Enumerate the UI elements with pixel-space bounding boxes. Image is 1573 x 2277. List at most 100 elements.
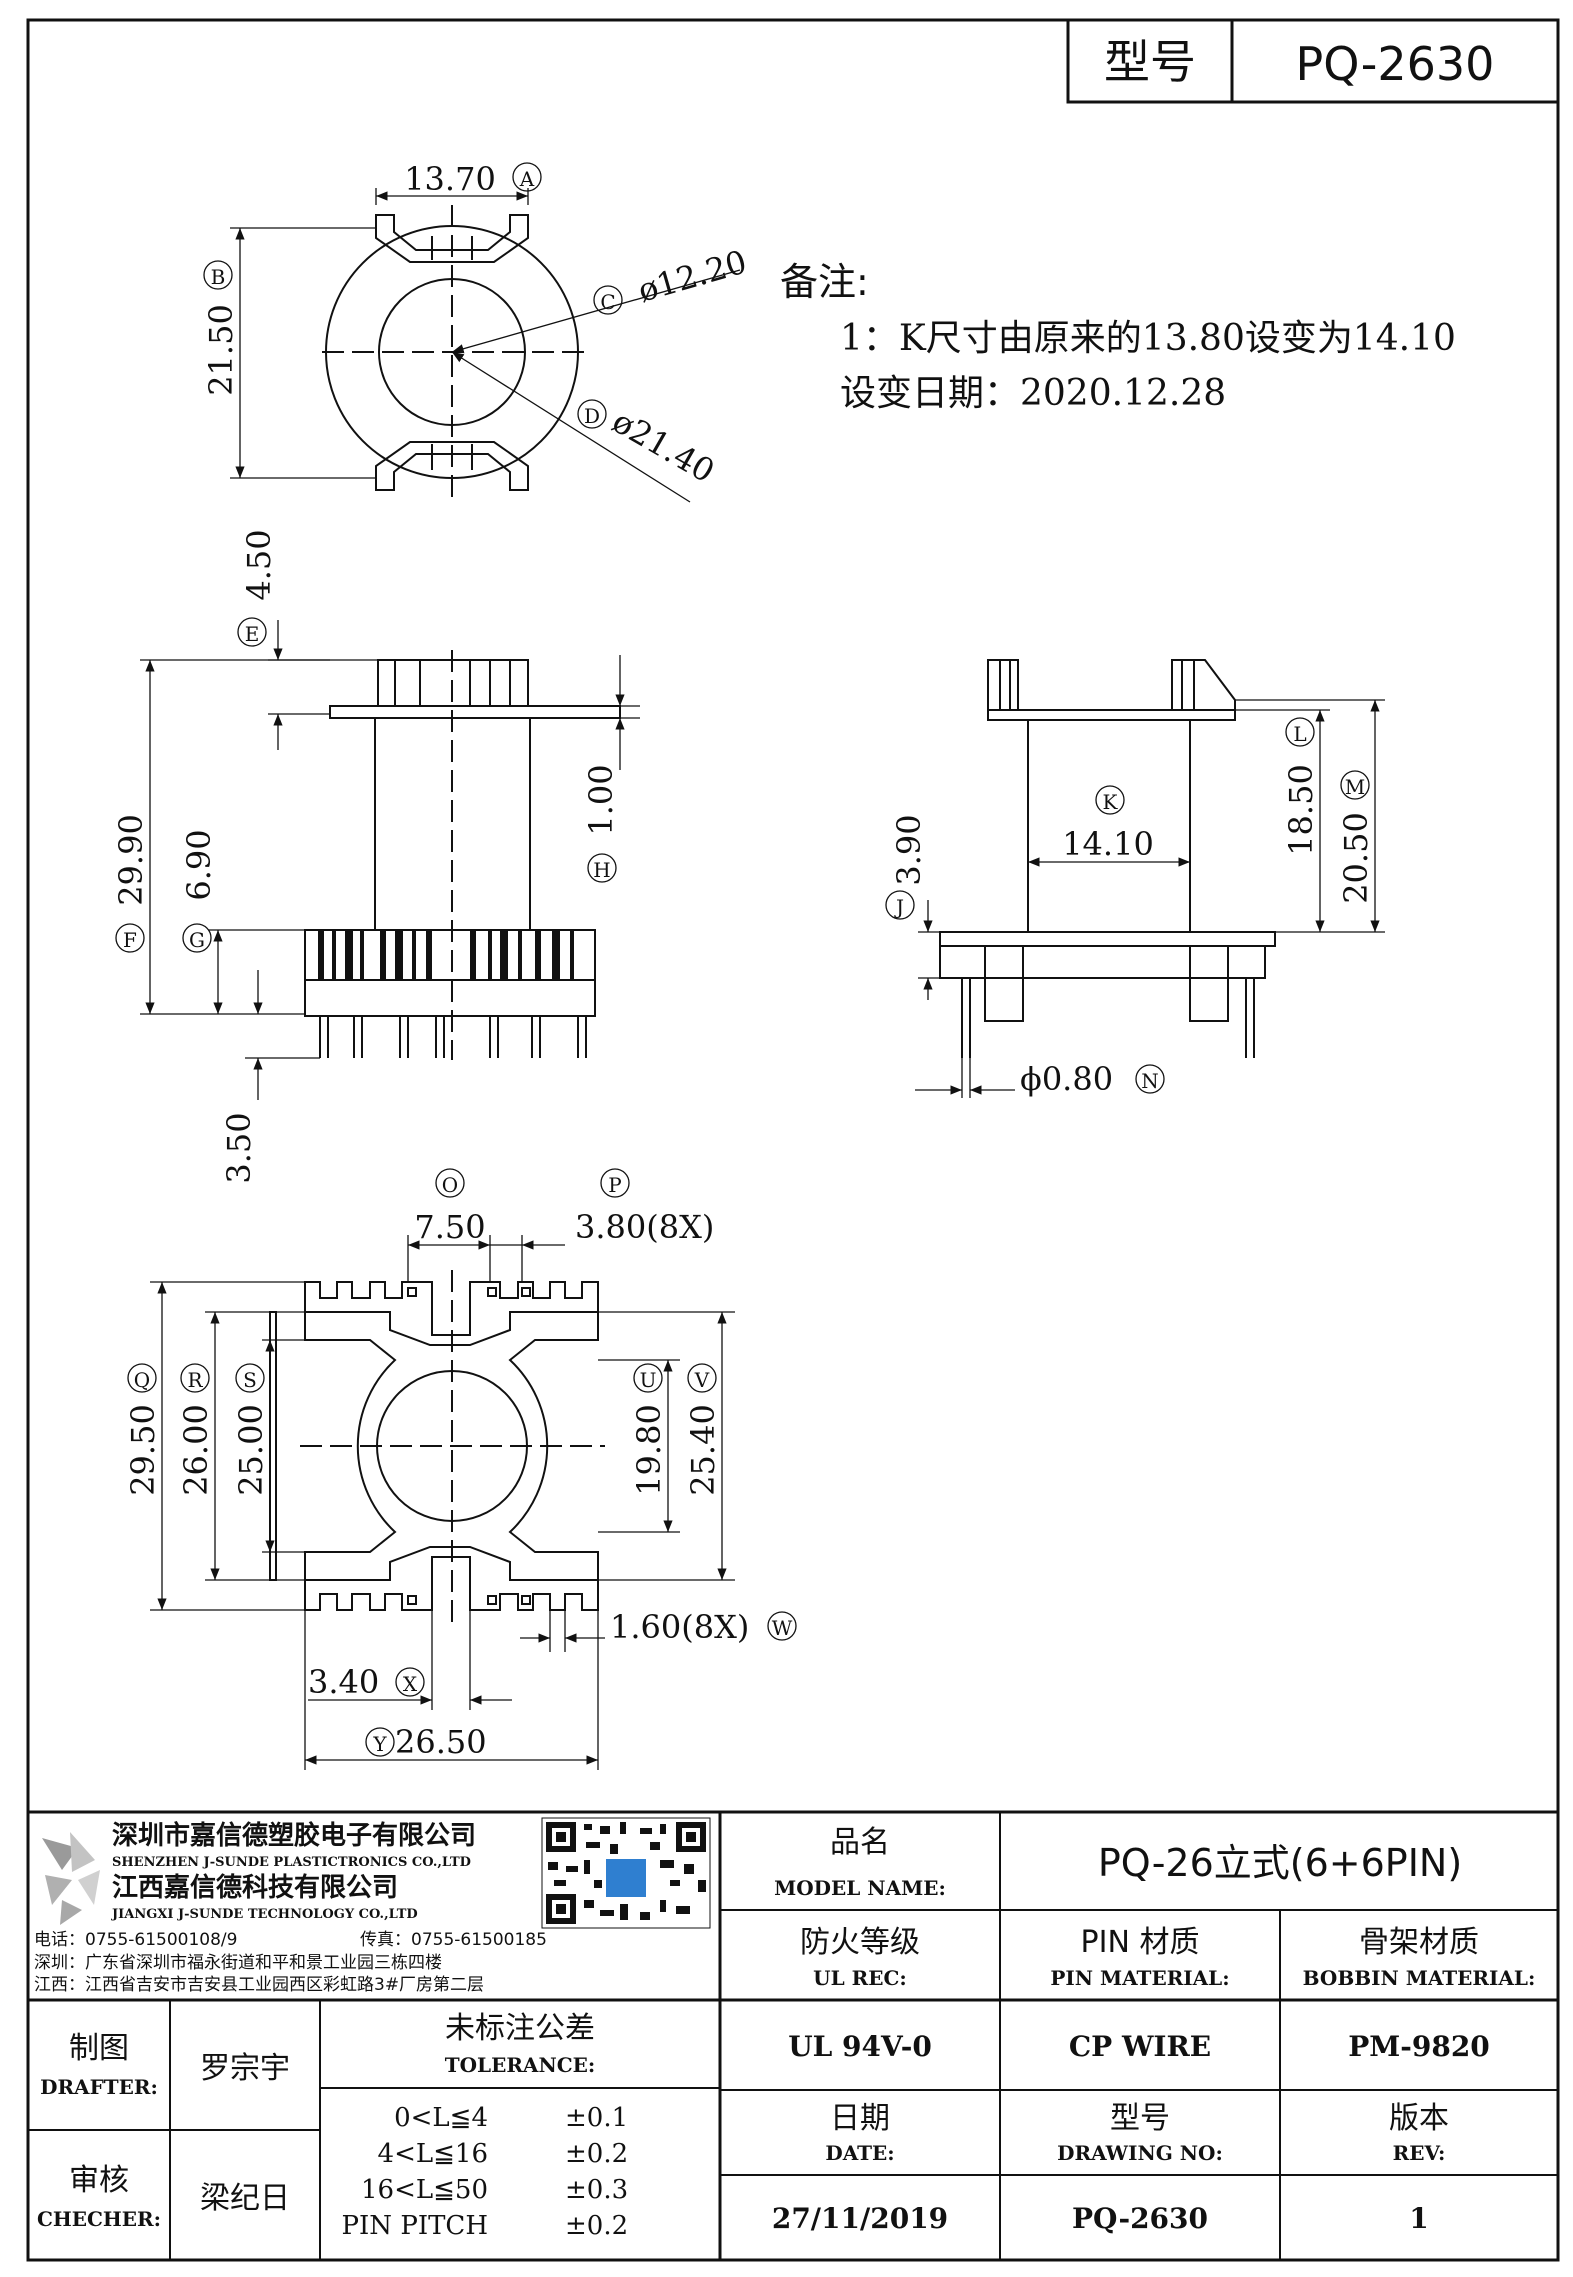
marker-e: E — [245, 622, 260, 646]
tolerance-label-en: TOLERANCE: — [445, 2053, 596, 2077]
marker-c: C — [600, 290, 615, 314]
company-name-cn-2: 江西嘉信德科技有限公司 — [112, 1873, 398, 1903]
dim-pin-length: 3.50 — [220, 1112, 258, 1183]
drafter-label-cn: 制图 — [69, 2031, 129, 2066]
dim-h: 1.00 — [582, 764, 620, 835]
marker-g: G — [189, 928, 205, 952]
ul-value: UL 94V-0 — [788, 2030, 932, 2063]
company-address-jx: 江西：江西省吉安市吉安县工业园西区彩虹路3#厂房第二层 — [34, 1975, 484, 1995]
dim-d: ø21.40 — [606, 402, 721, 490]
marker-o: O — [442, 1173, 458, 1197]
tolerance-value: ±0.2 — [565, 2211, 628, 2241]
dim-q: 29.50 — [124, 1404, 162, 1496]
dim-j: 3.90 — [890, 814, 928, 885]
company-name-en-2: JIANGXI J-SUNDE TECHNOLOGY CO.,LTD — [111, 1907, 418, 1922]
dim-x: 3.40 — [308, 1663, 379, 1701]
tolerance-value: ±0.1 — [565, 2103, 628, 2133]
header-type-value: PQ-2630 — [1296, 37, 1495, 91]
dim-s: 25.00 — [232, 1404, 270, 1496]
marker-s: S — [243, 1368, 257, 1392]
bobbin-label-cn: 骨架材质 — [1359, 1925, 1479, 1960]
drawing-label-cn: 型号 — [1110, 2101, 1170, 2136]
company-address-sz: 深圳：广东省深圳市福永街道和平和景工业园三栋四楼 — [34, 1953, 442, 1973]
marker-r: R — [187, 1368, 203, 1392]
marker-q: Q — [134, 1368, 150, 1392]
company-tel: 电话：0755-61500108/9 — [34, 1930, 237, 1950]
qr-code — [541, 1817, 711, 1929]
notes-title: 备注: — [780, 260, 869, 304]
dim-v: 25.40 — [684, 1404, 722, 1496]
tolerance-range: 16<L≦50 — [361, 2175, 488, 2205]
pin-value: CP WIRE — [1069, 2030, 1211, 2063]
drawing-label-en: DRAWING NO: — [1057, 2141, 1223, 2165]
dim-y: 26.50 — [395, 1723, 487, 1761]
bottom-view: 7.50 O 3.80(8X) P 29.50 Q 26.00 R 25.00 … — [124, 1168, 797, 1770]
company-fax: 传真：0755-61500185 — [360, 1930, 547, 1950]
dim-e: 4.50 — [240, 529, 278, 600]
date-label-cn: 日期 — [830, 2101, 890, 2136]
tolerance-value: ±0.2 — [565, 2139, 628, 2169]
marker-m: M — [1345, 775, 1365, 799]
dim-c: ø12.20 — [634, 243, 751, 310]
drafter-value: 罗宗宇 — [200, 2051, 290, 2086]
tolerance-label-cn: 未标注公差 — [445, 2011, 595, 2046]
tolerance-range: 4<L≦16 — [378, 2139, 488, 2169]
rev-label-cn: 版本 — [1389, 2101, 1449, 2136]
date-label-en: DATE: — [825, 2141, 894, 2165]
dim-u: 19.80 — [630, 1404, 668, 1496]
marker-v: V — [694, 1368, 710, 1392]
pin-label-en: PIN MATERIAL: — [1050, 1966, 1229, 1990]
checker-label-en: CHECHER: — [37, 2207, 161, 2231]
checker-value: 梁纪日 — [200, 2181, 290, 2216]
marker-y: Y — [372, 1732, 387, 1756]
model-label-en: MODEL NAME: — [774, 1876, 946, 1900]
marker-j: J — [894, 895, 904, 919]
tolerance-value: ±0.3 — [565, 2175, 628, 2205]
notes-line-1: 1：K尺寸由原来的13.80设变为14.10 — [840, 318, 1456, 359]
marker-h: H — [593, 858, 610, 882]
marker-x: X — [403, 1672, 418, 1696]
dim-l: 18.50 — [1282, 764, 1320, 856]
notes: 备注: 1：K尺寸由原来的13.80设变为14.10 设变日期：2020.12.… — [780, 260, 1456, 414]
ul-label-en: UL REC: — [813, 1966, 907, 1990]
tolerance-range: PIN PITCH — [342, 2211, 488, 2241]
dim-g: 6.90 — [180, 829, 218, 900]
dim-f: 29.90 — [112, 814, 150, 906]
side-view: 14.10 K 18.50 L 20.50 M 3.90 J ϕ0.80 N — [885, 659, 1385, 1098]
title-block: 深圳市嘉信德塑胶电子有限公司 SHENZHEN J-SUNDE PLASTICT… — [28, 1810, 1558, 2260]
marker-a: A — [519, 167, 535, 191]
marker-d: D — [584, 404, 600, 428]
sheet-border — [26, 18, 1560, 2262]
pin-label-cn: PIN 材质 — [1081, 1925, 1200, 1960]
model-value: PQ-26立式(6+6PIN) — [1098, 1841, 1462, 1885]
dim-n: ϕ0.80 — [1020, 1060, 1113, 1098]
drafter-label-en: DRAFTER: — [40, 2075, 158, 2099]
tolerance-range: 0<L≦4 — [394, 2103, 488, 2133]
dim-o: 7.50 — [414, 1208, 485, 1246]
front-view: 4.50 E 29.90 F 6.90 G 1.00 H 3.50 — [112, 529, 640, 1184]
marker-k: K — [1103, 790, 1119, 814]
bobbin-value: PM-9820 — [1348, 2030, 1490, 2063]
dim-k: 14.10 — [1062, 825, 1154, 863]
company-name-en-1: SHENZHEN J-SUNDE PLASTICTRONICS CO.,LTD — [112, 1855, 471, 1870]
dim-m: 20.50 — [1337, 812, 1375, 904]
notes-line-2: 设变日期：2020.12.28 — [840, 373, 1226, 414]
bobbin-label-en: BOBBIN MATERIAL: — [1303, 1966, 1536, 1990]
rev-value: 1 — [1409, 2202, 1428, 2235]
marker-l: L — [1293, 722, 1306, 746]
drawing-value: PQ-2630 — [1072, 2202, 1208, 2235]
ul-label-cn: 防火等级 — [800, 1925, 920, 1960]
dim-a: 13.70 — [404, 160, 496, 198]
dim-p: 3.80(8X) — [575, 1208, 714, 1246]
date-value: 27/11/2019 — [772, 2202, 948, 2235]
marker-b: B — [211, 265, 226, 289]
dim-w: 1.60(8X) — [610, 1608, 749, 1646]
tolerance-table: 0<L≦4 ±0.1 4<L≦16 ±0.2 16<L≦50 ±0.3 PIN … — [342, 2103, 629, 2241]
marker-u: U — [640, 1368, 657, 1392]
company-logo — [42, 1832, 100, 1925]
header-type-box: 型号 PQ-2630 — [1066, 18, 1560, 104]
marker-n: N — [1141, 1069, 1159, 1093]
company-name-cn-1: 深圳市嘉信德塑胶电子有限公司 — [112, 1820, 476, 1851]
